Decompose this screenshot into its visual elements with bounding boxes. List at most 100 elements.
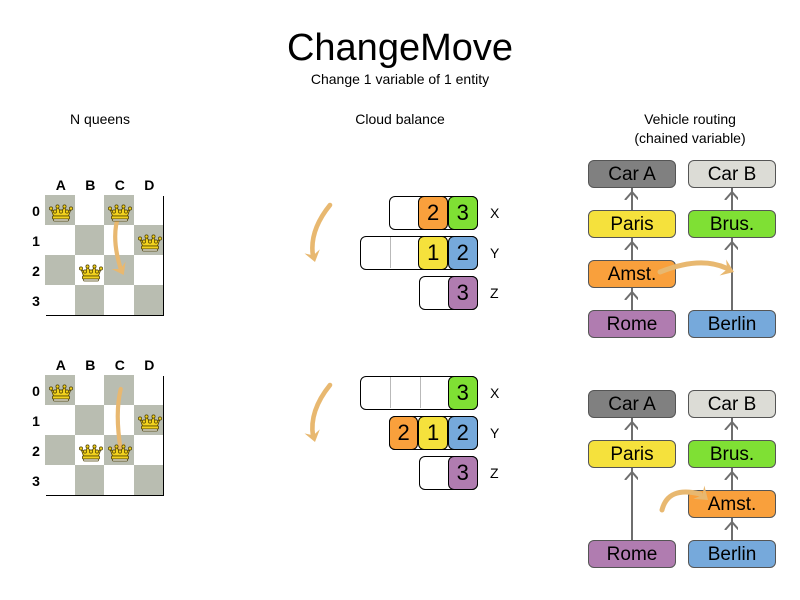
vrp-chain-link	[630, 288, 634, 310]
board-cell[interactable]	[133, 285, 164, 316]
vrp-chain-arrow-icon	[624, 420, 638, 430]
column-header-vehicle-routing: Vehicle routing (chained variable)	[600, 110, 780, 148]
board-cell[interactable]	[104, 285, 134, 316]
vrp-node[interactable]: Paris	[588, 440, 676, 468]
vrp-node[interactable]: Car A	[588, 390, 676, 418]
board-cell[interactable]	[74, 225, 105, 256]
queen-piece[interactable]	[78, 441, 104, 463]
queen-piece[interactable]	[107, 201, 133, 223]
page-title: ChangeMove	[286, 27, 514, 69]
board-rank-label: 0	[32, 383, 40, 399]
board-cell[interactable]	[74, 405, 105, 436]
board-cell[interactable]	[45, 435, 75, 466]
vrp-chain-arrow-icon	[724, 470, 738, 480]
queen-icon	[78, 264, 103, 282]
cloud-process-block[interactable]: 2	[447, 415, 478, 450]
queen-icon	[49, 384, 73, 402]
vrp-node[interactable]: Car B	[688, 160, 776, 188]
queen-piece[interactable]	[48, 381, 74, 403]
vrp-node[interactable]: Rome	[588, 310, 676, 338]
board-cell[interactable]	[104, 465, 134, 496]
vrp-node[interactable]: Rome	[588, 540, 676, 568]
cloud-process-block[interactable]: 3	[447, 455, 478, 490]
board-cell[interactable]	[45, 225, 75, 256]
vrp-chain-link	[730, 468, 734, 490]
cloud-process-block[interactable]: 1	[418, 235, 448, 270]
vrp-node[interactable]: Amst.	[688, 490, 776, 518]
board-file-label: A	[55, 177, 66, 193]
board-cell[interactable]	[133, 195, 164, 226]
queen-piece[interactable]	[48, 201, 74, 223]
vrp-node[interactable]: Brus.	[688, 210, 776, 238]
board-cell[interactable]	[133, 255, 164, 286]
board-cell[interactable]	[74, 375, 105, 406]
cloud-bar-divider	[390, 377, 392, 408]
vrp-chain-arrow-icon	[624, 190, 638, 200]
vrp-header-line2: (chained variable)	[634, 130, 746, 146]
cloud-computer-bar[interactable]: 3	[418, 455, 478, 490]
vrp-node[interactable]: Brus.	[688, 440, 776, 468]
cloud-process-block[interactable]: 2	[447, 235, 478, 270]
board-cell[interactable]	[133, 375, 164, 406]
board-cell[interactable]	[133, 435, 164, 466]
vrp-chain-link	[730, 518, 734, 540]
vrp-chain-link	[730, 418, 734, 440]
vrp-node[interactable]: Berlin	[688, 540, 776, 568]
cloud-computer-bar[interactable]: 3	[359, 375, 478, 410]
board-file-label: C	[114, 357, 125, 373]
board-cell[interactable]	[74, 195, 105, 226]
queen-piece[interactable]	[78, 261, 104, 283]
queen-icon	[137, 414, 162, 432]
queen-icon	[137, 234, 162, 252]
vrp-chain-link	[630, 238, 634, 260]
board-cell[interactable]	[74, 285, 105, 316]
vrp-node[interactable]: Paris	[588, 210, 676, 238]
queen-icon	[49, 204, 73, 222]
vrp-chain-link	[630, 188, 634, 210]
board-rank-label: 2	[32, 443, 40, 459]
queen-piece[interactable]	[107, 441, 133, 463]
cloud-computer-label: Y	[490, 425, 500, 441]
cloud-computer-bar[interactable]: 3	[418, 275, 478, 310]
vrp-node[interactable]: Car A	[588, 160, 676, 188]
queen-piece[interactable]	[137, 231, 163, 253]
cloud-computer-label: Z	[490, 285, 499, 301]
queen-icon	[108, 444, 132, 462]
queen-piece[interactable]	[137, 411, 163, 433]
board-file-label: C	[114, 177, 125, 193]
cloud-computer-label: X	[490, 205, 500, 221]
board-cell[interactable]	[133, 465, 164, 496]
cloud-bar-divider	[390, 237, 392, 268]
cloud-process-block[interactable]: 3	[447, 375, 478, 410]
vrp-chain-arrow-icon	[724, 240, 738, 250]
board-cell[interactable]	[74, 465, 105, 496]
board-rank-label: 3	[32, 293, 40, 309]
vrp-chain-arrow-icon	[624, 470, 638, 480]
cloud-process-block[interactable]: 1	[418, 415, 448, 450]
vrp-node[interactable]: Car B	[688, 390, 776, 418]
board-rank-label: 1	[32, 233, 40, 249]
board-cell[interactable]	[45, 405, 75, 436]
vrp-node[interactable]: Amst.	[588, 260, 676, 288]
cloud-computer-label: Y	[490, 245, 500, 261]
cloud-process-block[interactable]: 3	[447, 275, 478, 310]
board-cell[interactable]	[45, 465, 75, 496]
board-rank-label: 0	[32, 203, 40, 219]
cloud-process-block[interactable]: 2	[388, 415, 419, 450]
cloud-process-block[interactable]: 3	[447, 195, 478, 230]
vrp-chain-arrow-icon	[624, 290, 638, 300]
vrp-node[interactable]: Berlin	[688, 310, 776, 338]
column-header-nqueens: N queens	[70, 111, 130, 127]
vrp-chain-arrow-icon	[624, 240, 638, 250]
board-cell[interactable]	[45, 285, 75, 316]
cloud-process-block[interactable]: 2	[418, 195, 448, 230]
queen-icon	[108, 204, 132, 222]
board-cell[interactable]	[45, 255, 75, 286]
cloud-computer-label: X	[490, 385, 500, 401]
